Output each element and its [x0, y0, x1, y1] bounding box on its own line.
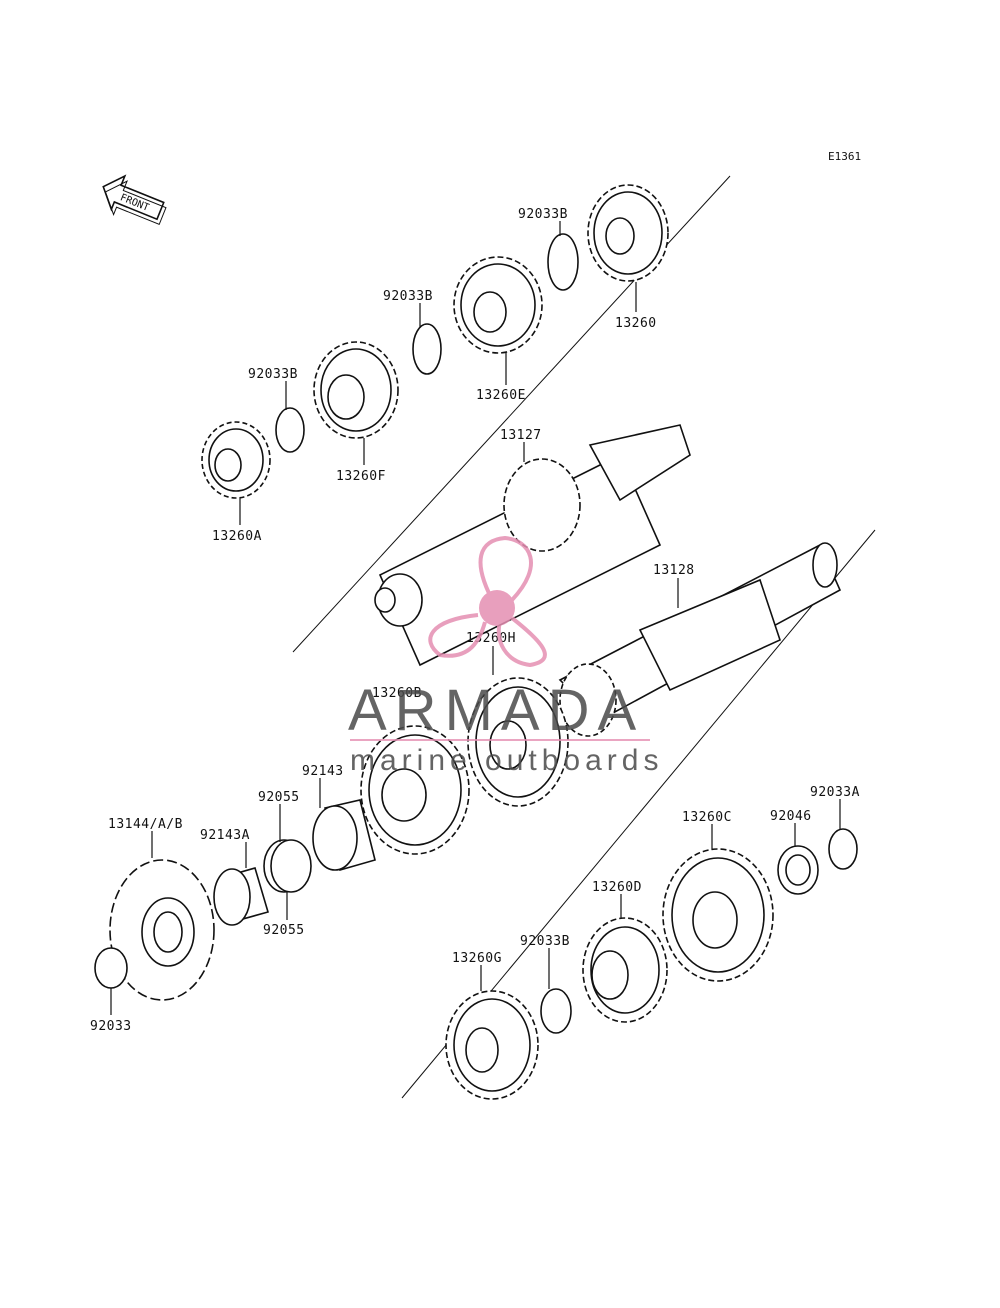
shaft-13127 — [374, 424, 691, 667]
collar-92143 — [312, 799, 376, 871]
label-92033B-4: 92033B — [520, 934, 570, 949]
watermark-title: ARMADA — [348, 678, 644, 743]
circlip-92033 — [94, 947, 128, 989]
sprocket-13144 — [109, 859, 215, 1001]
label-92143A: 92143A — [200, 828, 250, 843]
label-13127: 13127 — [500, 428, 542, 443]
circlip-92033B-4 — [540, 988, 572, 1034]
label-92033A: 92033A — [810, 785, 860, 800]
front-arrow-icon: FRONT — [102, 174, 167, 226]
gear-13260G — [445, 990, 539, 1100]
label-92046: 92046 — [770, 809, 812, 824]
label-92143: 92143 — [302, 764, 344, 779]
label-92033B-3: 92033B — [248, 367, 298, 382]
label-13260B: 13260B — [372, 686, 422, 701]
circlip-92033A — [828, 828, 858, 870]
collar-92143A — [213, 867, 269, 926]
watermark-logo-icon — [428, 535, 547, 668]
oring-92055 — [263, 839, 312, 893]
circlip-92033B-3 — [275, 407, 305, 453]
label-13260G: 13260G — [452, 951, 502, 966]
gear-13260A — [201, 421, 271, 499]
circlip-92033B-1 — [547, 233, 579, 291]
gear-13260D — [582, 917, 668, 1023]
label-92033B-1: 92033B — [518, 207, 568, 222]
leader-lines — [110, 221, 841, 1015]
gear-13260B — [360, 725, 470, 855]
label-13260F: 13260F — [336, 469, 386, 484]
label-13260D: 13260D — [592, 880, 642, 895]
label-92033: 92033 — [90, 1019, 132, 1034]
gear-13260 — [587, 184, 669, 282]
gear-13260H — [467, 677, 569, 807]
gear-13260C — [662, 848, 774, 982]
diagram-code: E1361 — [828, 150, 861, 163]
label-13260A: 13260A — [212, 529, 262, 544]
label-13144: 13144/A/B — [108, 817, 183, 832]
label-13260E: 13260E — [476, 388, 526, 403]
gear-13260E — [453, 256, 543, 354]
shaft-13128 — [558, 542, 842, 737]
label-13260: 13260 — [615, 316, 657, 331]
label-13128: 13128 — [653, 563, 695, 578]
label-92033B-2: 92033B — [383, 289, 433, 304]
bearing-92046 — [777, 845, 819, 895]
circlip-92033B-2 — [412, 323, 442, 375]
label-92055-a: 92055 — [258, 790, 300, 805]
watermark-subtitle: marine outboards — [350, 744, 663, 777]
gear-13260F — [313, 341, 399, 439]
label-13260C: 13260C — [682, 810, 732, 825]
label-92055-b: 92055 — [263, 923, 305, 938]
